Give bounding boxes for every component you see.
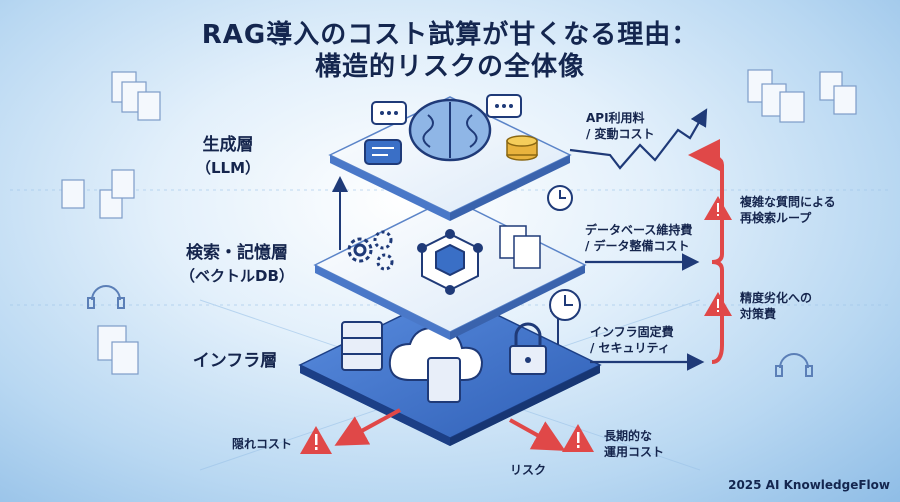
- document-icon: [499, 225, 541, 269]
- warning-icon: [562, 424, 594, 452]
- note-line: 運用コスト: [604, 445, 665, 459]
- layer-label-generation: 生成層 （LLM）: [188, 130, 268, 178]
- note-line: インフラ固定費: [590, 325, 674, 339]
- infra-cost-note: インフラ固定費 / セキュリティ: [590, 324, 674, 356]
- note-line: 対策費: [740, 307, 777, 321]
- page-title: RAG導入のコスト試算が甘くなる理由：: [201, 20, 699, 50]
- layer-label-main: 生成層: [202, 135, 254, 155]
- longterm-cost-note: 長期的な 運用コスト: [604, 428, 664, 460]
- layer-label-main: 検索・記憶層: [186, 243, 288, 263]
- note-line: API利用料: [586, 111, 645, 125]
- server-icon: [341, 321, 383, 371]
- search-loop-risk-note: 複雑な質問による 再検索ループ: [740, 194, 836, 226]
- document-icon: [61, 69, 857, 375]
- coin-stack-icon: [506, 135, 538, 161]
- note-line: / セキュリティ: [590, 341, 670, 355]
- credit-text: 2025 AI KnowledgeFlow: [728, 478, 890, 492]
- risk-note: リスク: [510, 463, 547, 477]
- layer-label-sub: （ベクトルDB）: [180, 267, 294, 285]
- chat-bubble-icon: [364, 94, 522, 165]
- padlock-icon: [509, 322, 547, 375]
- api-cost-note: API利用料 / 変動コスト: [586, 110, 655, 142]
- accuracy-risk-note: 精度劣化への 対策費: [740, 290, 812, 322]
- note-line: 再検索ループ: [740, 211, 812, 225]
- hidden-cost-note: 隠れコスト: [232, 437, 293, 451]
- risk-feedback-arrow: [688, 139, 724, 364]
- page-subtitle: 構造的リスクの全体像: [314, 52, 585, 82]
- note-line: 複雑な質問による: [740, 195, 836, 209]
- warning-icon: [300, 426, 332, 454]
- hidden-cost-arrow: [334, 408, 401, 446]
- layer-label-sub: （LLM）: [195, 159, 261, 177]
- brain-icon: [408, 98, 492, 162]
- layer-label-search: 検索・記憶層 （ベクトルDB）: [172, 238, 302, 286]
- warning-icon: [704, 292, 732, 316]
- note-line: 長期的な: [604, 429, 653, 443]
- clock-icon: [547, 185, 581, 321]
- trend-arrow-icon: [569, 108, 708, 170]
- longterm-cost-arrow: [509, 418, 566, 451]
- note-line: データベース維持費: [585, 223, 693, 237]
- note-line: 精度劣化への: [740, 291, 813, 305]
- database-cost-note: データベース維持費 / データ整備コスト: [585, 222, 692, 254]
- note-line: / 変動コスト: [586, 127, 655, 141]
- gear-icon: [347, 230, 394, 271]
- layer-label-infra: インフラ層: [180, 346, 290, 371]
- note-line: / データ整備コスト: [585, 239, 690, 253]
- cube-network-icon: [417, 229, 483, 295]
- warning-icon: [704, 196, 732, 220]
- headset-icon: [87, 285, 813, 377]
- layer-label-main: インフラ層: [192, 351, 278, 371]
